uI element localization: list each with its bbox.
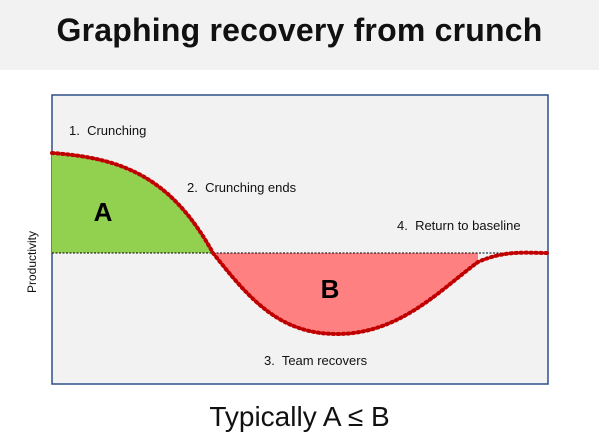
region-a-label: A — [94, 197, 113, 227]
page-title: Graphing recovery from crunch — [56, 12, 543, 48]
annotation-crunching: 1. Crunching — [69, 123, 146, 138]
region-a-fill — [52, 153, 213, 253]
region-b-fill — [213, 253, 478, 334]
annotation-team-recovers: 3. Team recovers — [264, 353, 368, 368]
annotation-return-to-baseline: 4. Return to baseline — [397, 218, 521, 233]
productivity-axis-label: Productivity — [25, 230, 39, 294]
title-band — [0, 0, 599, 70]
footer-caption: Typically A ≤ B — [209, 401, 390, 432]
region-b-label: B — [321, 274, 340, 304]
annotation-crunching-ends: 2. Crunching ends — [187, 180, 297, 195]
productivity-curve — [50, 151, 550, 337]
